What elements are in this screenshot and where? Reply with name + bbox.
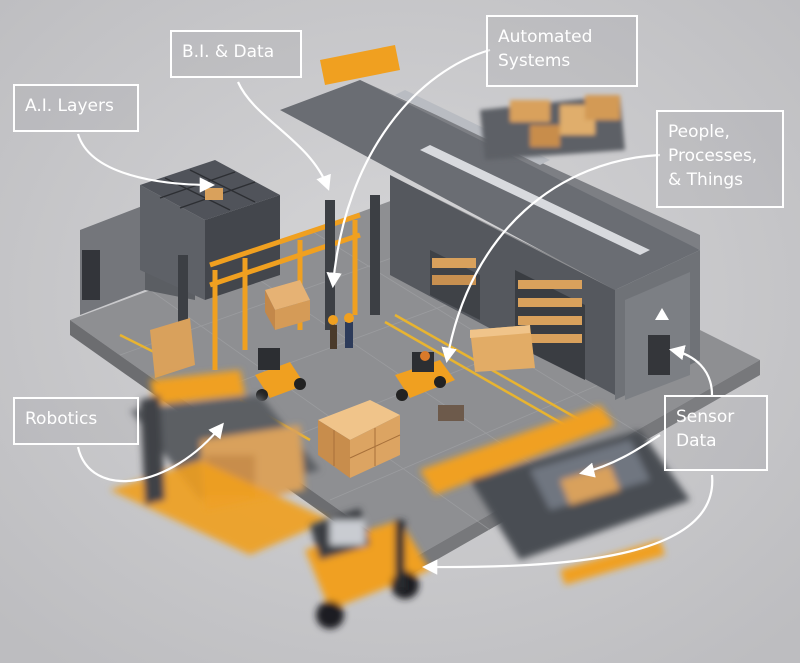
label-robotics: Robotics [13, 397, 139, 445]
label-people-processes-things: People, Processes, & Things [656, 110, 784, 208]
arrow-sensor-data-machine [579, 434, 661, 478]
label-ai-layers: A.I. Layers [13, 84, 139, 132]
arrow-people [441, 153, 661, 364]
center-box-stack [318, 400, 401, 478]
callout-arrows [76, 48, 714, 575]
label-bi-data: B.I. & Data [170, 30, 302, 78]
arrow-sensor-data-forklift [421, 474, 714, 575]
arrow-bi-data [236, 81, 331, 191]
main-hall [280, 45, 700, 400]
arrow-automated-systems [326, 48, 491, 289]
label-automated-systems: Automated Systems [486, 15, 638, 87]
forklift-center [395, 351, 455, 401]
boxes-near-gantry [150, 280, 310, 378]
workers [328, 313, 354, 349]
arrow-ai-layers [76, 133, 216, 193]
arrow-sensor-data-door [668, 345, 714, 396]
small-cart [438, 405, 464, 421]
arrow-robotics [76, 422, 224, 482]
foreground-forklift [305, 508, 430, 629]
foreground-robotics [110, 370, 330, 555]
racks [430, 250, 585, 380]
label-sensor-data: Sensor Data [664, 395, 768, 471]
